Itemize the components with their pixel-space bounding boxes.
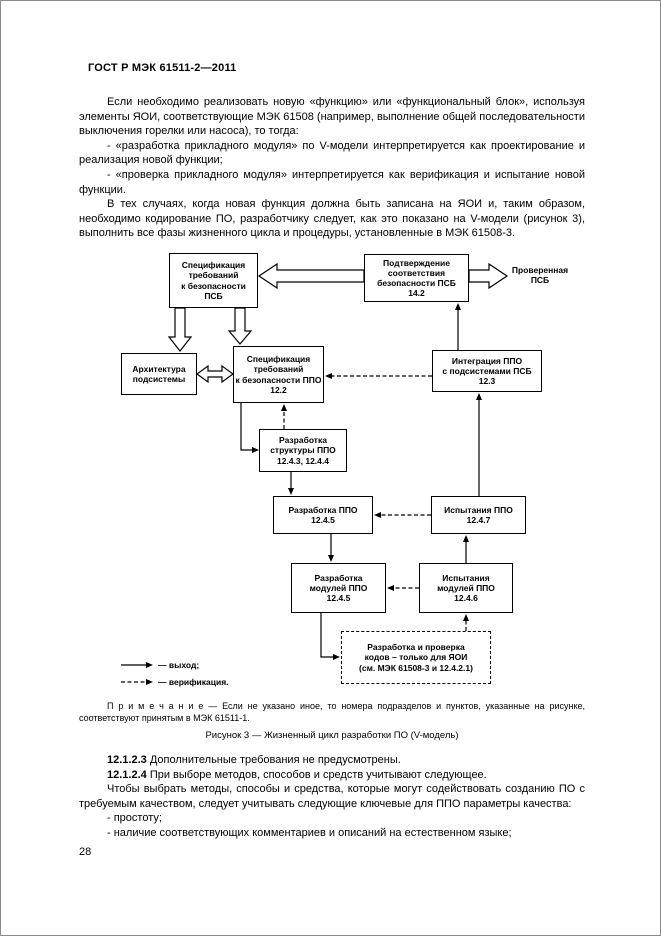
box-architecture: Архитектура подсистемы [121, 353, 197, 395]
legend-verification-label: — верификация. [158, 677, 229, 687]
list-item: - «разработка прикладного модуля» по V-м… [79, 139, 585, 167]
box-spec-ppo: Спецификация требований к безопасности П… [233, 346, 324, 403]
label-checked-psb: Проверенная ПСБ [511, 265, 569, 286]
list-item: - «проверка прикладного модуля» интерпре… [79, 168, 585, 196]
box-codes-dev: Разработка и проверка кодов – только для… [341, 631, 491, 684]
page-header: ГОСТ Р МЭК 61511-2—2011 [88, 62, 237, 74]
box-spec-psb: Спецификация требований к безопасности П… [169, 253, 258, 308]
body-text-after: 12.1.2.3 Дополнительные требования не пр… [79, 753, 585, 841]
block-arrow-spec-psb-to-architecture-icon [167, 307, 193, 352]
clause-12-1-2-3: 12.1.2.3 Дополнительные требования не пр… [79, 753, 585, 768]
clause-number: 12.1.2.3 [107, 754, 147, 766]
paragraph: В тех случаях, когда новая функция должн… [79, 198, 585, 240]
box-dev-modules: Разработка модулей ППО 12.4.5 [291, 563, 386, 613]
arrow-dev-modules-to-codes [320, 613, 340, 660]
block-arrow-confirm-to-spec-icon [257, 262, 365, 290]
arrow-spec-ppo-to-structure [240, 403, 259, 453]
clause-text: Дополнительные требования не предусмотре… [146, 754, 401, 766]
page-number: 28 [79, 846, 92, 858]
box-confirm-psb: Подтверждение соответствия безопасности … [364, 254, 469, 302]
list-item: - наличие соответствующих комментариев и… [107, 826, 512, 839]
v-model-diagram: Спецификация требований к безопасности П… [1, 244, 660, 696]
figure-note: П р и м е ч а н и е — Если не указано ин… [79, 701, 585, 723]
paragraph: Чтобы выбрать методы, способы и средства… [79, 783, 585, 810]
box-test-modules: Испытания модулей ППО 12.4.6 [419, 563, 513, 613]
block-arrow-architecture-spec-ppo-icon [195, 364, 235, 384]
box-dev-ppo: Разработка ППО 12.4.5 [273, 496, 373, 534]
list-item: - простоту; [107, 812, 162, 825]
box-structure-ppo: Разработка структуры ППО 12.4.3, 12.4.4 [259, 429, 347, 472]
box-integration-ppo: Интеграция ППО с подсистемами ПСБ 12.3 [432, 350, 542, 392]
clause-12-1-2-4: 12.1.2.4 При выборе методов, способов и … [79, 768, 585, 783]
paragraph: Если необходимо реализовать новую «функц… [79, 96, 585, 138]
block-arrow-confirm-to-checked-icon [468, 262, 509, 290]
clause-number: 12.1.2.4 [107, 768, 147, 781]
figure-caption: Рисунок 3 — Жизненный цикл разработки ПО… [205, 730, 459, 741]
box-test-ppo: Испытания ППО 12.4.7 [431, 496, 526, 534]
clause-text: При выборе методов, способов и средств у… [146, 768, 487, 781]
legend-output-label: — выход; [158, 660, 200, 670]
diagram-arrows [121, 262, 509, 685]
body-text: Если необходимо реализовать новую «функц… [79, 95, 585, 241]
block-arrow-spec-psb-to-spec-ppo-icon [227, 307, 253, 345]
